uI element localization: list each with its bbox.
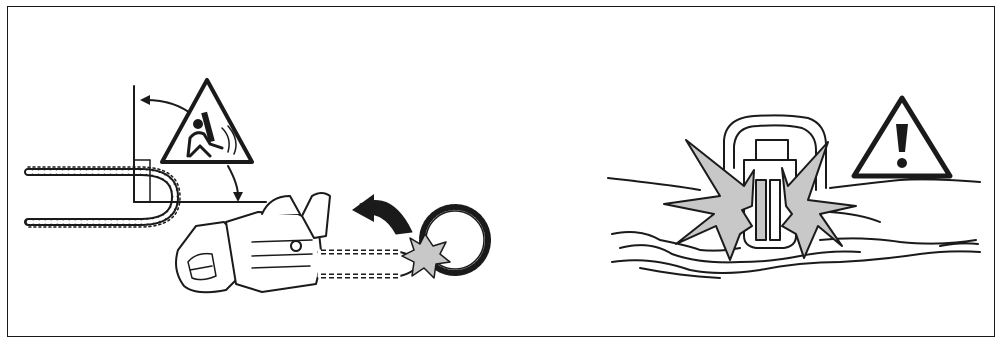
kickback-panel — [28, 80, 488, 292]
saw-chain-loop-icon — [28, 167, 180, 227]
pinch-panel — [608, 98, 980, 278]
rotation-arrow-icon — [352, 194, 412, 234]
warning-exclamation-icon — [854, 98, 950, 176]
pinch-burst-left-icon — [664, 140, 754, 260]
warning-kickback-icon — [162, 80, 252, 162]
